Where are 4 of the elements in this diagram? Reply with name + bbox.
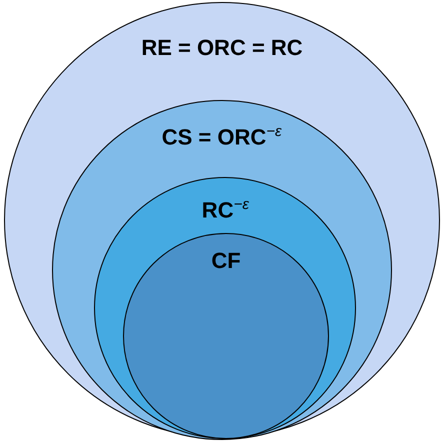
set-label: CF xyxy=(211,248,241,274)
set-label: CS = ORC$^{−ε}$ xyxy=(162,122,282,150)
set-label: RC$^{−ε}$ xyxy=(202,195,249,224)
set-label: RE = ORC = RC xyxy=(141,35,303,61)
